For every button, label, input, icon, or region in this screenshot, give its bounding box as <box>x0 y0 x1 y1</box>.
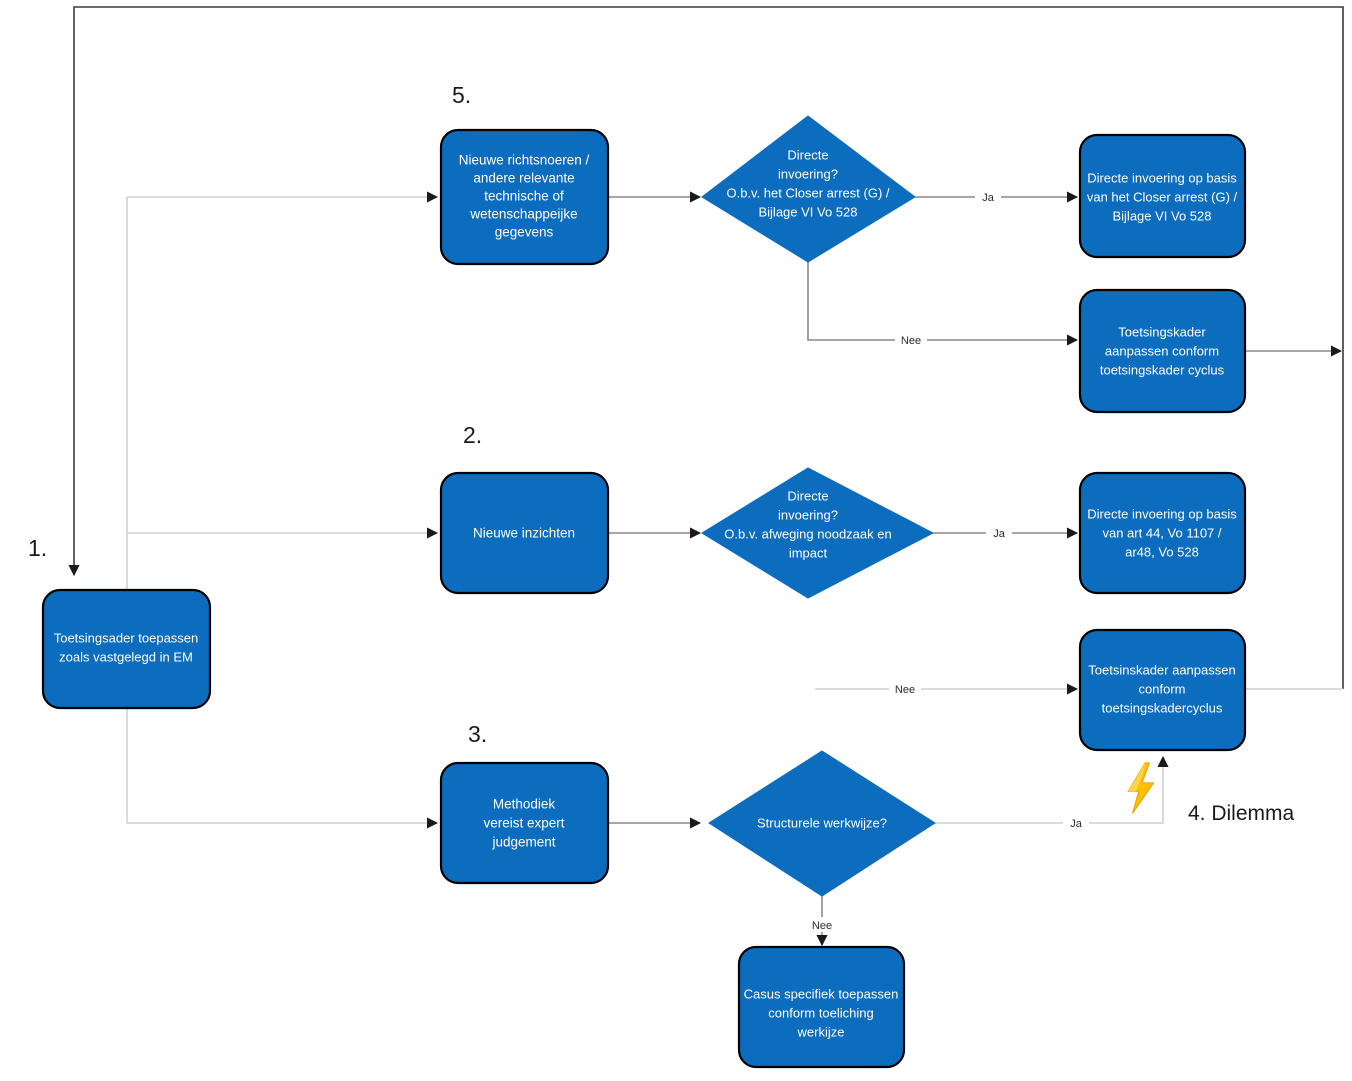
step-label-two: 2. <box>463 422 482 448</box>
edge-label-nee-row5: Nee <box>895 332 927 347</box>
node-line: werkijze <box>797 1024 845 1039</box>
step-label-three: 3. <box>468 721 487 747</box>
edge-label-nee-row3: Nee <box>806 917 838 932</box>
node-line: Directe <box>787 488 828 503</box>
svg-text:Nee: Nee <box>895 684 915 696</box>
node-line: gegevens <box>495 225 554 240</box>
step-label-one: 1. <box>28 535 47 561</box>
node-outcome-case-specific[interactable]: Casus specifiek toepassen conform toelic… <box>737 945 906 1069</box>
node-line: Directe invoering op basis <box>1087 170 1237 185</box>
node-line: toetsingskader cyclus <box>1100 362 1225 377</box>
edge-label-ja-row5: Ja <box>975 189 1001 204</box>
node-line: Directe invoering op basis <box>1087 506 1237 521</box>
node-line: Bijlage VI Vo 528 <box>758 204 857 219</box>
node-decision-direct-implementation-closer[interactable]: Directe invoering? O.b.v. het Closer arr… <box>701 115 916 263</box>
inner-distribution-spine <box>126 191 439 829</box>
node-line: van art 44, Vo 1107 / <box>1102 525 1221 540</box>
node-decision-structural-method[interactable]: Structurele werkwijze? <box>708 750 936 897</box>
lightning-bolt-icon <box>1127 762 1155 814</box>
edge-label-ja-row3: Ja <box>1063 815 1089 830</box>
svg-text:Ja: Ja <box>1070 818 1083 830</box>
node-trigger-expert-judgement[interactable]: Methodiek vereist expert judgement <box>439 761 610 885</box>
node-line: vereist expert <box>483 816 564 831</box>
node-line: Toetsinskader aanpassen <box>1088 662 1235 677</box>
node-line: toetsingskadercyclus <box>1102 700 1223 715</box>
svg-text:Ja: Ja <box>982 192 995 204</box>
node-line: ar48, Vo 528 <box>1125 544 1199 559</box>
node-line: conform toeliching <box>768 1005 874 1020</box>
node-outcome-direct-art44[interactable]: Directe invoering op basis van art 44, V… <box>1078 471 1247 595</box>
edge-label-ja-row2: Ja <box>986 525 1012 540</box>
node-line: Nieuwe inzichten <box>473 526 575 541</box>
node-line: technische of <box>484 189 564 204</box>
node-line: O.b.v. het Closer arrest (G) / <box>726 185 889 200</box>
node-line: Casus specifiek toepassen <box>744 986 899 1001</box>
node-line: invoering? <box>778 507 838 522</box>
node-line: Directe <box>787 147 828 162</box>
dilemma-label: 4. Dilemma <box>1188 802 1295 825</box>
node-trigger-new-insights[interactable]: Nieuwe inzichten <box>439 471 610 595</box>
edge-label-nee-row2: Nee <box>889 681 921 696</box>
svg-text:Ja: Ja <box>993 528 1006 540</box>
node-line: judgement <box>491 835 555 850</box>
outer-feedback-loop <box>68 6 1344 689</box>
node-line: aanpassen conform <box>1105 343 1219 358</box>
node-line: Toetsingskader <box>1118 324 1206 339</box>
node-line: O.b.v. afweging noodzaak en <box>724 526 891 541</box>
node-outcome-direct-closer[interactable]: Directe invoering op basis van het Close… <box>1078 133 1247 259</box>
svg-text:Nee: Nee <box>812 920 832 932</box>
node-line: andere relevante <box>473 171 574 186</box>
node-line: Toetsingsader toepassen <box>54 630 199 645</box>
node-line: wetenschappeijke <box>469 207 577 222</box>
node-line: conform <box>1139 681 1186 696</box>
node-line: Bijlage VI Vo 528 <box>1112 208 1211 223</box>
node-line: invoering? <box>778 166 838 181</box>
node-decision-direct-implementation-necessity[interactable]: Directe invoering? O.b.v. afweging noodz… <box>701 467 935 599</box>
node-outcome-adjust-framework-cyclus[interactable]: Toetsinskader aanpassen conform toetsing… <box>1078 628 1247 752</box>
node-line: impact <box>789 545 828 560</box>
node-line: van het Closer arrest (G) / <box>1087 189 1238 204</box>
node-line: zoals vastgelegd in EM <box>59 649 193 664</box>
node-line: Methodiek <box>493 797 556 812</box>
node-line: Structurele werkwijze? <box>757 815 887 830</box>
node-line: Nieuwe richtsnoeren / <box>459 153 590 168</box>
step-label-five: 5. <box>452 82 471 108</box>
node-trigger-new-guidelines[interactable]: Nieuwe richtsnoeren / andere relevante t… <box>439 128 610 266</box>
svg-text:Nee: Nee <box>901 335 921 347</box>
node-start-box[interactable]: Toetsingsader toepassen zoals vastgelegd… <box>41 588 212 710</box>
node-outcome-adjust-framework-cycle[interactable]: Toetsingskader aanpassen conform toetsin… <box>1078 288 1247 414</box>
